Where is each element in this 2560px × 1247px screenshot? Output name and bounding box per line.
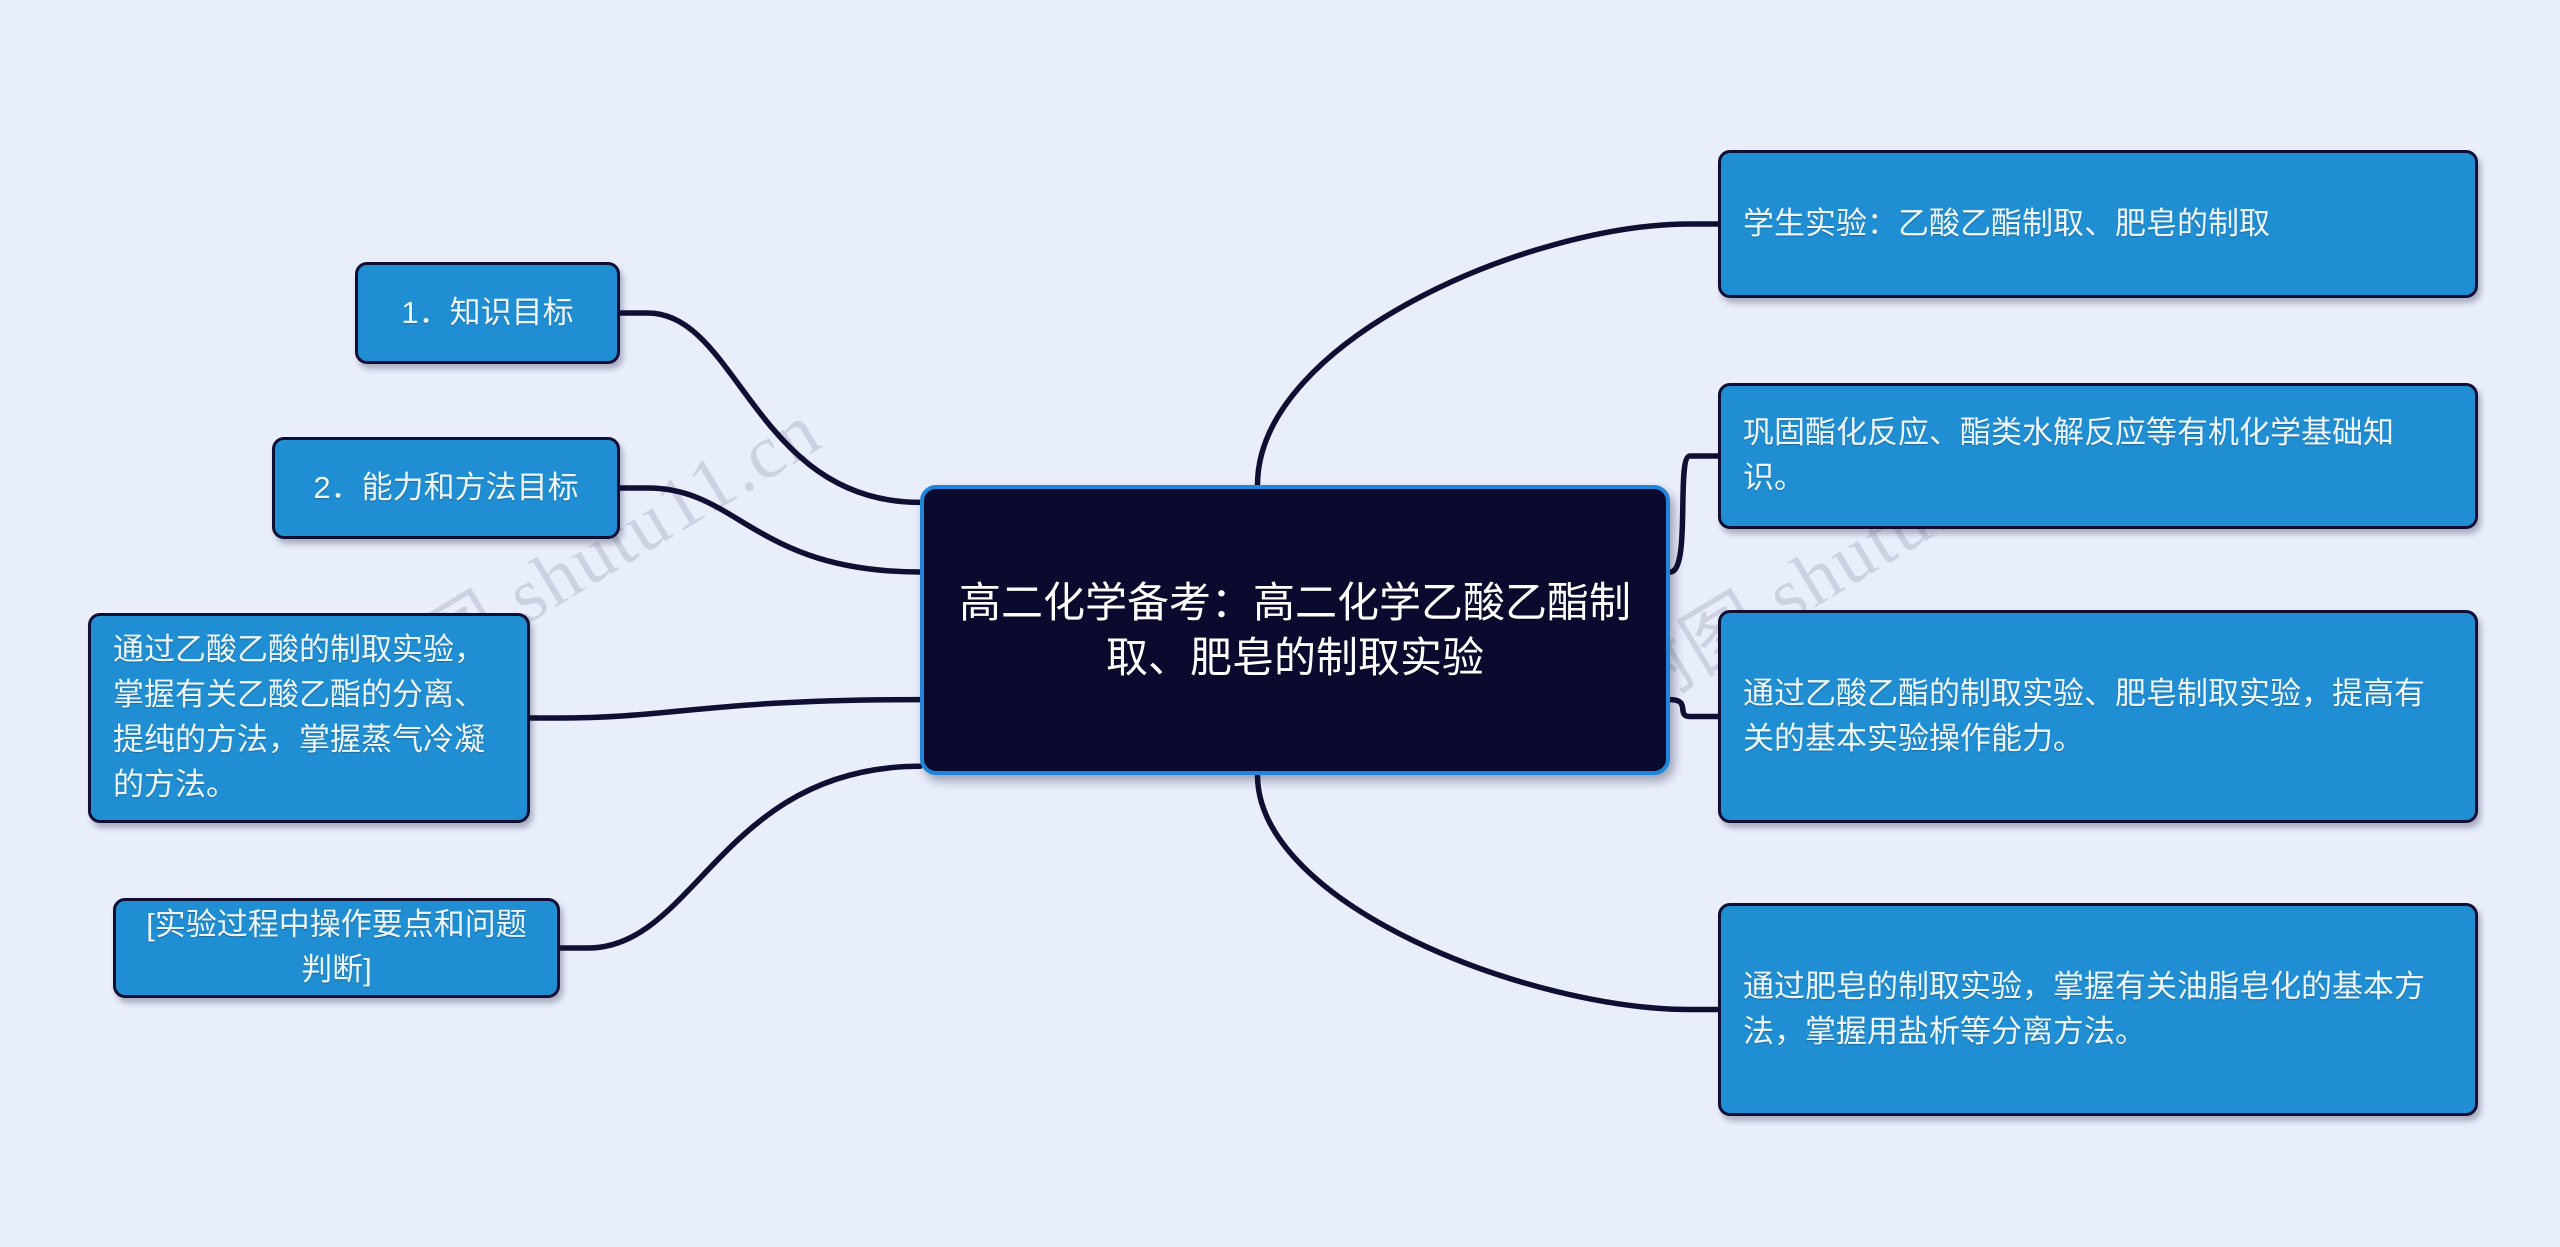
right-node-1-label: 学生实验：乙酸乙酯制取、肥皂的制取 xyxy=(1743,205,2270,241)
right-node-3[interactable]: 通过乙酸乙酯的制取实验、肥皂制取实验，提高有关的基本实验操作能力。 xyxy=(1718,610,2478,823)
connector-right-4 xyxy=(1254,772,1721,1013)
left-node-4[interactable]: [实验过程中操作要点和问题判断] xyxy=(113,898,560,998)
left-node-3[interactable]: 通过乙酸乙酸的制取实验，掌握有关乙酸乙酯的分离、提纯的方法，掌握蒸气冷凝的方法。 xyxy=(88,613,530,823)
center-node-label: 高二化学备考：高二化学乙酸乙酯制取、肥皂的制取实验 xyxy=(958,578,1631,681)
right-node-2[interactable]: 巩固酯化反应、酯类水解反应等有机化学基础知识。 xyxy=(1718,383,2478,529)
right-node-4[interactable]: 通过肥皂的制取实验，掌握有关油脂皂化的基本方法，掌握用盐析等分离方法。 xyxy=(1718,903,2478,1116)
connector-left-2 xyxy=(617,485,923,575)
right-node-4-label: 通过肥皂的制取实验，掌握有关油脂皂化的基本方法，掌握用盐析等分离方法。 xyxy=(1743,968,2425,1049)
left-node-1-label: 1．知识目标 xyxy=(401,294,574,330)
left-node-3-label: 通过乙酸乙酸的制取实验，掌握有关乙酸乙酯的分离、提纯的方法，掌握蒸气冷凝的方法。 xyxy=(113,632,485,802)
connector-left-4 xyxy=(557,763,923,951)
connector-left-1 xyxy=(617,310,923,506)
center-node[interactable]: 高二化学备考：高二化学乙酸乙酯制取、肥皂的制取实验 xyxy=(920,485,1670,775)
left-node-2-label: 2．能力和方法目标 xyxy=(313,469,579,505)
right-node-1[interactable]: 学生实验：乙酸乙酯制取、肥皂的制取 xyxy=(1718,150,2478,298)
right-node-2-label: 巩固酯化反应、酯类水解反应等有机化学基础知识。 xyxy=(1743,415,2394,495)
left-node-2[interactable]: 2．能力和方法目标 xyxy=(272,437,620,539)
connector-right-3 xyxy=(1667,696,1721,720)
left-node-4-label: [实验过程中操作要点和问题判断] xyxy=(146,907,527,987)
right-node-3-label: 通过乙酸乙酯的制取实验、肥皂制取实验，提高有关的基本实验操作能力。 xyxy=(1743,675,2425,756)
left-node-1[interactable]: 1．知识目标 xyxy=(355,262,620,364)
connector-right-2 xyxy=(1667,453,1721,575)
connector-right-1 xyxy=(1254,221,1721,488)
connector-left-3 xyxy=(527,696,923,721)
